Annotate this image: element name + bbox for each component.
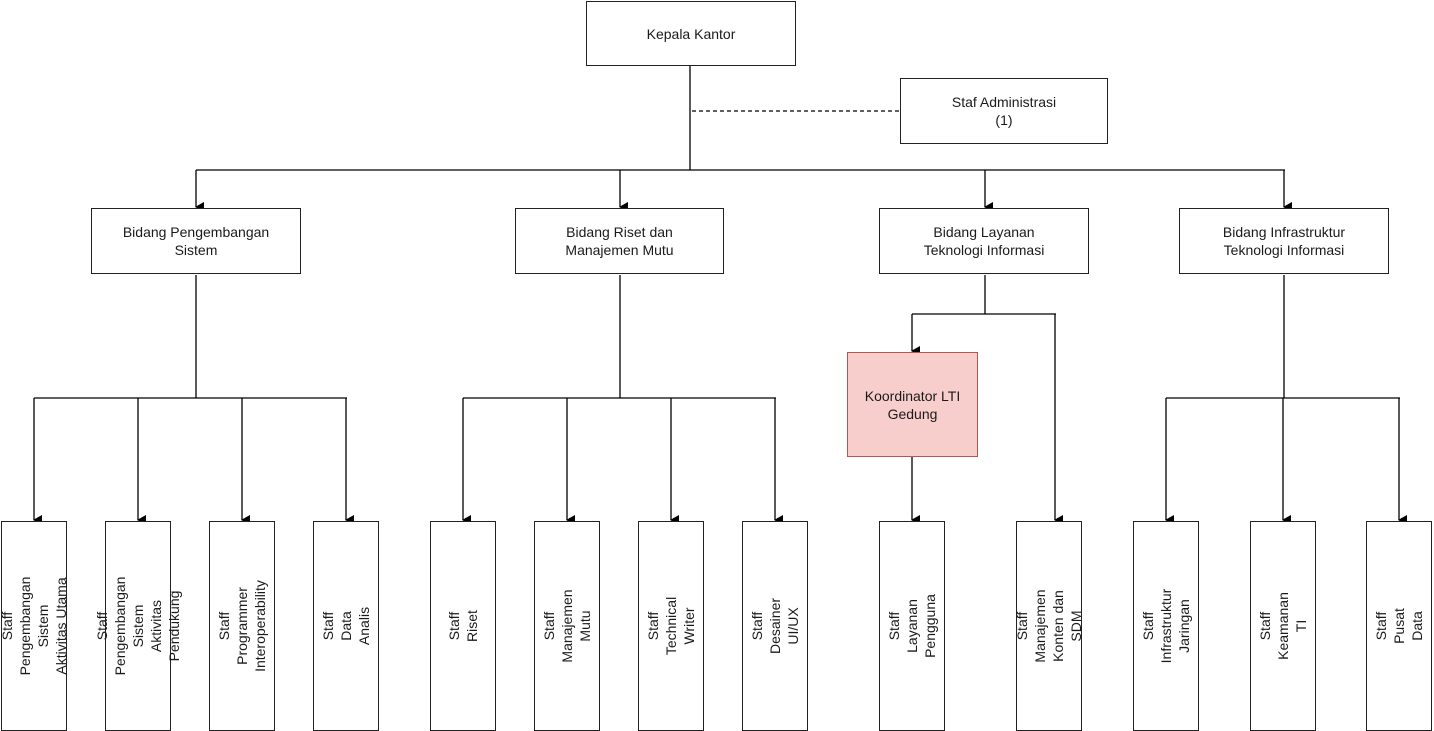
staff-box-12[interactable]: Staff Keamanan TI <box>1250 521 1316 731</box>
head-office-box[interactable]: Kepala Kantor <box>586 1 796 66</box>
connector-div1-trunk <box>34 275 347 399</box>
staff-label: Staff Riset <box>446 610 480 642</box>
staff-box-2[interactable]: Staff Pengembangan Sistem Aktivitas Pend… <box>94 521 182 731</box>
coordinator-label: Koordinator LTI Gedung <box>864 387 961 422</box>
staff-label: Staff Infrastruktur Jaringan <box>1140 588 1192 664</box>
staff-label: Staff Manajemen Mutu <box>541 589 593 663</box>
staff-box-3[interactable]: Staff Programmer Interoperability <box>209 521 275 731</box>
division-box-1[interactable]: Bidang Pengembangan Sistem <box>91 208 301 274</box>
connector-div3-trunk <box>912 275 1056 315</box>
staff-box-4[interactable]: Staff Data Analis <box>313 521 379 731</box>
staff-label: Staff Technical Writer <box>645 596 697 656</box>
division-label: Bidang Layanan Teknologi Informasi <box>923 224 1045 258</box>
coordinator-box[interactable]: Koordinator LTI Gedung <box>847 352 978 457</box>
staff-box-13[interactable]: Staff Pusat Data <box>1366 521 1432 731</box>
staff-label: Staff Pusat Data <box>1373 608 1425 644</box>
admin-staff-box[interactable]: Staf Administrasi (1) <box>900 78 1108 144</box>
staff-box-1[interactable]: Staff Pengembangan Sistem Aktivitas Utam… <box>0 521 69 731</box>
staff-label: Staff Pengembangan Sistem Aktivitas Utam… <box>0 576 69 676</box>
staff-label: Staff Data Analis <box>320 606 372 646</box>
division-box-4[interactable]: Bidang Infrastruktur Teknologi Informasi <box>1179 208 1389 274</box>
admin-staff-label: Staf Administrasi (1) <box>951 94 1057 128</box>
staff-box-7[interactable]: Staff Technical Writer <box>638 521 704 731</box>
staff-label: Staff Programmer Interoperability <box>216 580 268 672</box>
staff-box-5[interactable]: Staff Riset <box>430 521 496 731</box>
staff-box-10[interactable]: Staff Manajemen Konten dan SDM <box>1014 521 1084 731</box>
staff-label: Staff Manajemen Konten dan SDM <box>1014 589 1084 663</box>
division-box-2[interactable]: Bidang Riset dan Manajemen Mutu <box>515 208 724 274</box>
head-office-label: Kepala Kantor <box>646 25 736 42</box>
connector-div2-trunk <box>463 275 776 399</box>
staff-label: Staff Layanan Pengguna <box>886 594 938 658</box>
division-label: Bidang Pengembangan Sistem <box>122 224 270 258</box>
staff-label: Staff Keamanan TI <box>1257 592 1309 660</box>
staff-box-6[interactable]: Staff Manajemen Mutu <box>534 521 600 731</box>
division-label: Bidang Infrastruktur Teknologi Informasi <box>1222 224 1346 258</box>
connector-div4-trunk <box>1166 275 1400 399</box>
staff-label: Staff Desainer UI/UX <box>749 597 801 655</box>
division-box-3[interactable]: Bidang Layanan Teknologi Informasi <box>879 208 1089 274</box>
staff-box-11[interactable]: Staff Infrastruktur Jaringan <box>1133 521 1199 731</box>
division-label: Bidang Riset dan Manajemen Mutu <box>565 224 674 258</box>
staff-label: Staff Pengembangan Sistem Aktivitas Pend… <box>94 576 182 676</box>
staff-box-9[interactable]: Staff Layanan Pengguna <box>879 521 945 731</box>
staff-box-8[interactable]: Staff Desainer UI/UX <box>742 521 808 731</box>
